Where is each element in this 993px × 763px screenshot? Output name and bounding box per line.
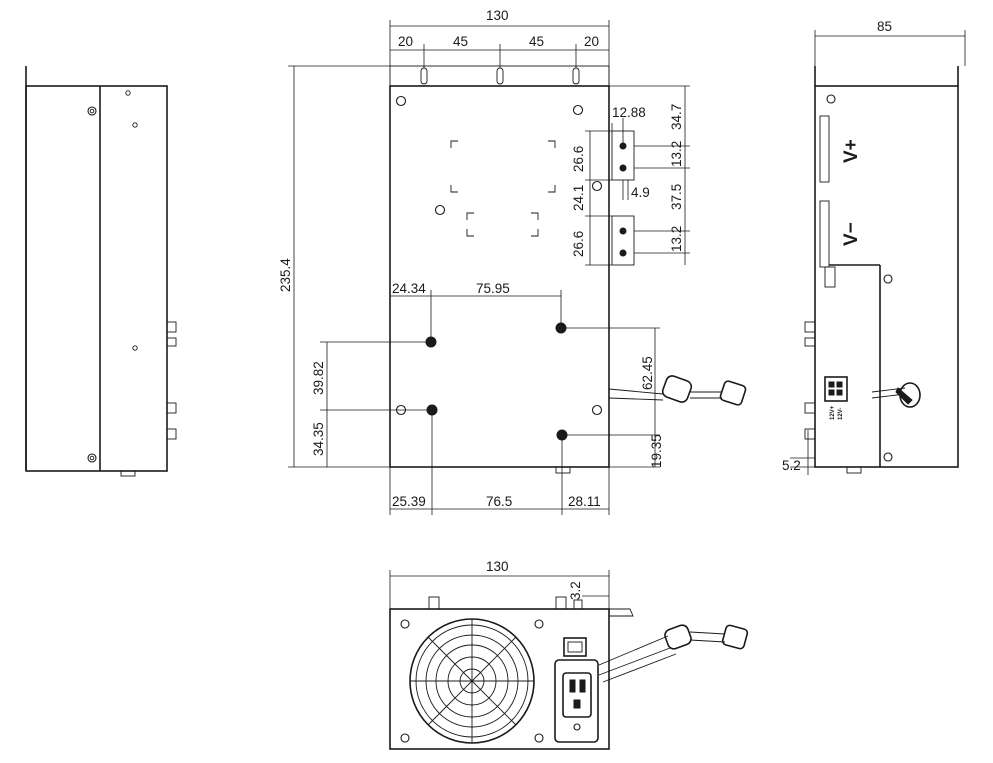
mount-left-label: 24.34: [392, 281, 426, 296]
side-width-label: 85: [877, 19, 892, 34]
terminal-hole-offset-label: 4.9: [631, 185, 650, 200]
side-bottom-offset-label: 5.2: [782, 458, 801, 473]
mount-right-vertical-label: 62.45: [640, 356, 655, 390]
terminal-span-lower-label: 26.6: [571, 231, 586, 257]
hole-spacing-1: 20: [398, 34, 413, 49]
v-minus-label: V−: [841, 222, 862, 246]
hole-spacing-2: 45: [453, 34, 468, 49]
terminal-top-label: 34.7: [669, 104, 684, 130]
terminal-offset-label: 12.88: [612, 105, 646, 120]
right-side-view: [790, 30, 966, 475]
terminal-pitch-lower-label: 13.2: [669, 226, 684, 252]
bottom-right-label: 28.11: [568, 494, 601, 509]
top-view-dimensions: [288, 20, 690, 515]
bottom-left-label: 25.39: [392, 494, 426, 509]
terminal-span-upper-label: 26.6: [571, 146, 586, 172]
front-width-label: 130: [486, 559, 509, 574]
top-width-label: 130: [486, 8, 509, 23]
hole-spacing-3: 45: [529, 34, 544, 49]
connector-label-b: 12V-: [838, 408, 844, 420]
front-view: [389, 570, 749, 750]
height-label: 235.4: [278, 258, 293, 292]
bottom-span-label: 76.5: [486, 494, 512, 509]
top-view: [389, 65, 747, 474]
left-side-view: [25, 66, 177, 477]
terminal-pitch-upper-label: 13.2: [669, 141, 684, 167]
mount-bottom-left-label: 34.35: [311, 422, 326, 456]
mount-span-top-label: 75.95: [476, 281, 510, 296]
terminal-gap-label: 24.1: [571, 185, 586, 211]
mount-bottom-right-label: 19.35: [649, 434, 664, 468]
dimension-labels: 130 20 45 45 20 235.4 12.88 34.7 13.2 37…: [278, 8, 892, 600]
connector-label-a: 12V+: [830, 405, 836, 420]
mount-vertical-left-label: 39.82: [311, 361, 326, 395]
v-plus-label: V+: [841, 139, 862, 163]
front-right-offset-label: 3.2: [568, 581, 583, 600]
terminal-between-label: 37.5: [669, 184, 684, 210]
hole-spacing-4: 20: [584, 34, 599, 49]
